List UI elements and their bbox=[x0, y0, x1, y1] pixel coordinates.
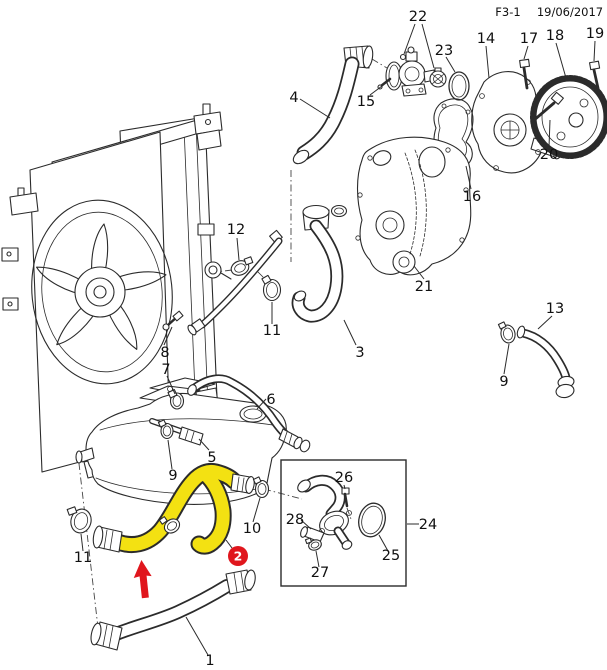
hose-clamp-12 bbox=[230, 256, 254, 276]
bolt-19 bbox=[588, 60, 601, 90]
callout-part-26[interactable]: 26 bbox=[335, 470, 353, 486]
seal-ring-23 bbox=[448, 71, 470, 101]
callout-part-3[interactable]: 3 bbox=[355, 345, 364, 361]
red-up-arrow bbox=[133, 560, 152, 599]
callout-part-12[interactable]: 12 bbox=[227, 222, 245, 238]
highlighted-hose-2[interactable] bbox=[92, 462, 255, 555]
upper-engine-hose-4 bbox=[292, 45, 374, 165]
callout-part-14[interactable]: 14 bbox=[477, 31, 495, 47]
callout-part-20[interactable]: 20 bbox=[540, 147, 558, 163]
callout-part-28[interactable]: 28 bbox=[286, 512, 304, 528]
water-outlet-27 bbox=[297, 474, 353, 551]
callout-part-21[interactable]: 21 bbox=[415, 279, 433, 295]
hose-2-main-run bbox=[106, 464, 241, 552]
hose-clamp-on-3 bbox=[330, 204, 348, 218]
callout-part-18[interactable]: 18 bbox=[546, 28, 564, 44]
hose-clamp-9-right bbox=[497, 321, 516, 344]
hose-2-branch bbox=[192, 467, 230, 553]
bolt-17 bbox=[519, 58, 531, 90]
thermostat-housing-15 bbox=[377, 46, 436, 97]
timing-cover-21 bbox=[355, 136, 472, 276]
callout-part-1[interactable]: 1 bbox=[205, 653, 214, 669]
callout-part-7[interactable]: 7 bbox=[161, 362, 170, 378]
callout-part-13[interactable]: 13 bbox=[546, 301, 564, 317]
radiator-fan-assembly bbox=[1, 103, 232, 479]
heater-hose-13 bbox=[516, 325, 575, 399]
pump-pulley-18 bbox=[530, 75, 607, 159]
callout-labels: 22 23 14 17 18 19 4 15 16 20 21 12 11 3 … bbox=[74, 9, 604, 669]
callout-part-11-bottom[interactable]: 11 bbox=[74, 550, 92, 566]
callout-part-2: 2 bbox=[234, 549, 243, 564]
callout-part-9-right[interactable]: 9 bbox=[499, 374, 508, 390]
callout-part-27[interactable]: 27 bbox=[311, 565, 329, 581]
part-2-marker[interactable]: 2 bbox=[225, 539, 248, 566]
clamp-on-hose-2 bbox=[158, 516, 181, 534]
callout-part-4[interactable]: 4 bbox=[289, 90, 298, 106]
bolt-26 bbox=[341, 487, 352, 520]
callout-part-10[interactable]: 10 bbox=[243, 521, 261, 537]
callout-part-24[interactable]: 24 bbox=[419, 517, 437, 533]
callout-part-19[interactable]: 19 bbox=[586, 26, 604, 42]
hose-clamp-10 bbox=[252, 476, 270, 499]
radiator-inlet-pipe bbox=[187, 229, 283, 336]
lower-radiator-hose-1 bbox=[90, 569, 256, 651]
figure-reference: F3-1 bbox=[495, 5, 520, 19]
part-2-badge-circle bbox=[228, 546, 248, 566]
seal-ring-25 bbox=[358, 502, 386, 538]
hose-clamp-9-left bbox=[157, 419, 174, 440]
detail-box-24 bbox=[280, 459, 407, 587]
bleed-fitting-8 bbox=[162, 310, 184, 331]
hose-clamp-11-mid bbox=[257, 271, 282, 302]
callout-part-6[interactable]: 6 bbox=[266, 392, 275, 408]
callout-part-5[interactable]: 5 bbox=[207, 450, 216, 466]
hose-clamp-11-bottom bbox=[66, 506, 92, 534]
callout-part-8[interactable]: 8 bbox=[160, 345, 169, 361]
callout-part-25[interactable]: 25 bbox=[382, 548, 400, 564]
callout-part-11-mid[interactable]: 11 bbox=[263, 323, 281, 339]
callout-part-22[interactable]: 22 bbox=[409, 9, 427, 25]
callout-part-9-left[interactable]: 9 bbox=[168, 468, 177, 484]
callout-part-17[interactable]: 17 bbox=[520, 31, 538, 47]
callout-leader-lines bbox=[80, 23, 596, 656]
stud-22a bbox=[399, 53, 407, 61]
clamp-27 bbox=[304, 537, 322, 551]
upper-radiator-hose-3 bbox=[291, 204, 348, 323]
radiator-outlet-fitting bbox=[204, 261, 232, 280]
callout-part-15[interactable]: 15 bbox=[357, 94, 375, 110]
bolt-20 bbox=[531, 91, 564, 123]
callout-part-16[interactable]: 16 bbox=[463, 189, 481, 205]
hose-clamp-7 bbox=[167, 389, 185, 410]
cooling-fan bbox=[31, 199, 173, 385]
highlight-arrow bbox=[133, 560, 152, 599]
bypass-hose-6 bbox=[187, 374, 311, 453]
figure-date: 19/06/2017 bbox=[537, 5, 603, 19]
figure-header: F3-1 19/06/2017 bbox=[495, 5, 603, 19]
callout-part-23[interactable]: 23 bbox=[435, 43, 453, 59]
thermostat-22 bbox=[429, 67, 447, 88]
